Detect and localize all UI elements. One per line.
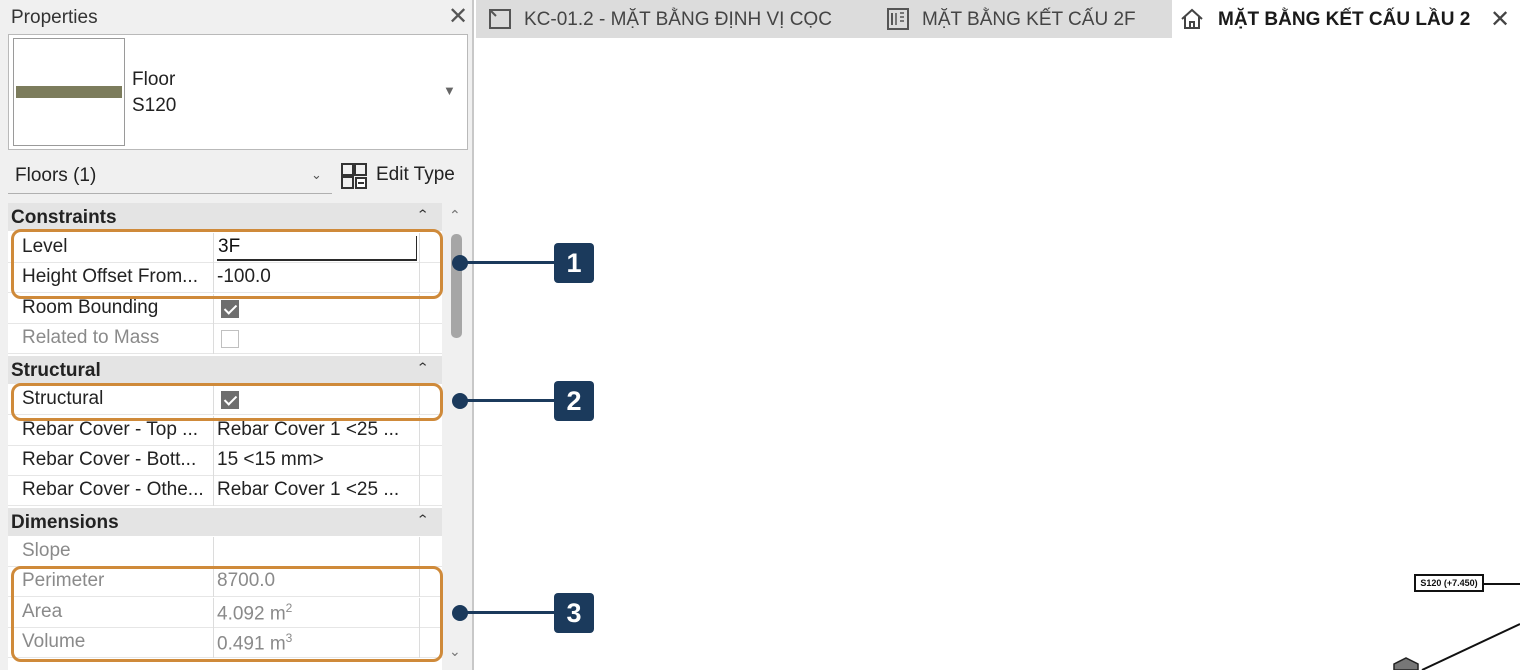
area-unit-exponent: 2: [285, 601, 293, 615]
type-family-label: Floor: [132, 69, 176, 90]
room-bounding-checkbox[interactable]: [221, 300, 239, 318]
collapse-icon[interactable]: ⌃: [416, 361, 430, 376]
property-name: Rebar Cover - Top ...: [22, 419, 199, 440]
edit-type-button[interactable]: Edit Type: [338, 158, 464, 192]
area-number: 4.092 m: [217, 603, 286, 625]
edit-type-label: Edit Type: [376, 164, 455, 185]
tab-mat-bang-ket-cau-2f[interactable]: MẶT BẰNG KẾT CẤU 2F: [874, 0, 1164, 38]
property-row-rebar-top[interactable]: Rebar Cover - Top ... Rebar Cover 1 <25 …: [8, 416, 442, 446]
volume-value: 0.491 m3: [217, 631, 417, 655]
properties-header: Properties ✕: [0, 0, 472, 34]
plan-view-icon: [489, 9, 511, 29]
tab-label: MẶT BẰNG KẾT CẤU LẦU 2: [1218, 9, 1471, 30]
callout-badge-1: 1: [554, 243, 594, 283]
property-row-room-bounding[interactable]: Room Bounding: [8, 294, 442, 324]
callout-badge-2: 2: [554, 381, 594, 421]
elevation-tag: S120 (+7.450): [1414, 574, 1484, 592]
property-name: Volume: [22, 631, 86, 652]
rebar-bottom-field[interactable]: 15 <15 mm>: [217, 449, 324, 470]
scrollbar-thumb[interactable]: [451, 234, 462, 338]
property-value: [217, 236, 417, 261]
property-name: Perimeter: [22, 570, 105, 591]
floor-swatch-band: [16, 86, 122, 98]
section-dimensions[interactable]: Dimensions ⌃: [8, 508, 442, 536]
tab-label: KC-01.2 - MẶT BẰNG ĐỊNH VỊ CỌC: [524, 9, 832, 30]
section-label: Constraints: [11, 207, 117, 228]
area-value: 4.092 m2: [217, 601, 417, 625]
properties-panel: Properties ✕ Floor S120 ▼ Floors (1) ⌄ E…: [0, 0, 474, 670]
section-label: Dimensions: [11, 512, 119, 533]
close-icon[interactable]: ✕: [448, 3, 469, 30]
filter-row: Floors (1) ⌄ Edit Type: [0, 156, 472, 196]
property-row-level[interactable]: Level: [8, 233, 442, 263]
scroll-up-icon[interactable]: ⌃: [449, 207, 461, 223]
property-name: Slope: [22, 540, 71, 561]
chevron-down-icon: ⌄: [311, 167, 322, 182]
close-icon[interactable]: ✕: [1490, 6, 1511, 33]
section-constraints[interactable]: Constraints ⌃: [8, 203, 442, 231]
property-name: Related to Mass: [22, 327, 160, 348]
callout-leader-3: [466, 611, 556, 614]
property-name: Room Bounding: [22, 297, 159, 318]
collapse-icon[interactable]: ⌃: [416, 208, 430, 223]
rebar-other-field[interactable]: Rebar Cover 1 <25 ...: [217, 479, 400, 500]
section-structural[interactable]: Structural ⌃: [8, 356, 442, 384]
type-name-label: S120: [132, 95, 177, 116]
callout-dot-3: [452, 605, 468, 621]
related-to-mass-checkbox: [221, 330, 239, 348]
callout-leader-1: [466, 261, 556, 264]
property-name: Structural: [22, 388, 104, 409]
properties-scrollbar[interactable]: ⌃ ⌄: [446, 205, 468, 670]
property-name: Level: [22, 236, 68, 257]
view-tab-bar: KC-01.2 - MẶT BẰNG ĐỊNH VỊ CỌC MẶT BẰNG …: [476, 0, 1520, 38]
property-row-related-to-mass: Related to Mass: [8, 324, 442, 354]
properties-title: Properties: [11, 7, 98, 28]
filter-label: Floors (1): [15, 165, 97, 186]
drawing-linework: [1393, 583, 1520, 670]
tab-kc-01-2[interactable]: KC-01.2 - MẶT BẰNG ĐỊNH VỊ CỌC: [476, 0, 868, 38]
collapse-icon[interactable]: ⌃: [416, 513, 430, 528]
property-row-volume: Volume 0.491 m3: [8, 628, 442, 658]
property-grid: Constraints ⌃ Level Height Offset From..…: [8, 203, 442, 670]
element-filter-dropdown[interactable]: Floors (1) ⌄: [8, 158, 332, 194]
floor-type-preview: [13, 38, 125, 146]
callout-dot-1: [452, 255, 468, 271]
property-row-perimeter: Perimeter 8700.0: [8, 567, 442, 597]
chevron-down-icon[interactable]: ▼: [443, 83, 456, 98]
tab-mat-bang-ket-cau-lau-2[interactable]: MẶT BẰNG KẾT CẤU LẦU 2 ✕: [1172, 0, 1520, 38]
volume-unit-exponent: 3: [285, 631, 293, 645]
property-row-rebar-other[interactable]: Rebar Cover - Othe... Rebar Cover 1 <25 …: [8, 476, 442, 506]
property-name: Height Offset From...: [22, 266, 198, 287]
edit-type-icon: [341, 163, 367, 189]
type-selector[interactable]: Floor S120 ▼: [8, 34, 468, 150]
property-name: Area: [22, 601, 63, 622]
property-row-height-offset[interactable]: Height Offset From... -100.0: [8, 263, 442, 293]
property-row-area: Area 4.092 m2: [8, 598, 442, 628]
property-row-structural[interactable]: Structural: [8, 385, 442, 415]
rebar-top-field[interactable]: Rebar Cover 1 <25 ...: [217, 419, 400, 440]
drawing-canvas[interactable]: S120 (+7.450): [476, 38, 1520, 670]
property-row-slope: Slope: [8, 537, 442, 567]
callout-leader-2: [466, 399, 556, 402]
volume-number: 0.491 m: [217, 633, 286, 655]
height-offset-field[interactable]: -100.0: [217, 266, 271, 287]
callout-badge-3: 3: [554, 593, 594, 633]
home-icon: [1181, 8, 1203, 29]
section-label: Structural: [11, 360, 101, 381]
sheet-icon: [887, 8, 909, 30]
property-name: Rebar Cover - Othe...: [22, 479, 204, 500]
property-row-rebar-bottom[interactable]: Rebar Cover - Bott... 15 <15 mm>: [8, 446, 442, 476]
perimeter-value: 8700.0: [217, 570, 276, 591]
callout-dot-2: [452, 393, 468, 409]
scroll-down-icon[interactable]: ⌄: [449, 643, 461, 659]
structural-checkbox[interactable]: [221, 391, 239, 409]
tab-label: MẶT BẰNG KẾT CẤU 2F: [922, 9, 1136, 30]
property-name: Rebar Cover - Bott...: [22, 449, 197, 470]
level-field[interactable]: [217, 236, 417, 261]
